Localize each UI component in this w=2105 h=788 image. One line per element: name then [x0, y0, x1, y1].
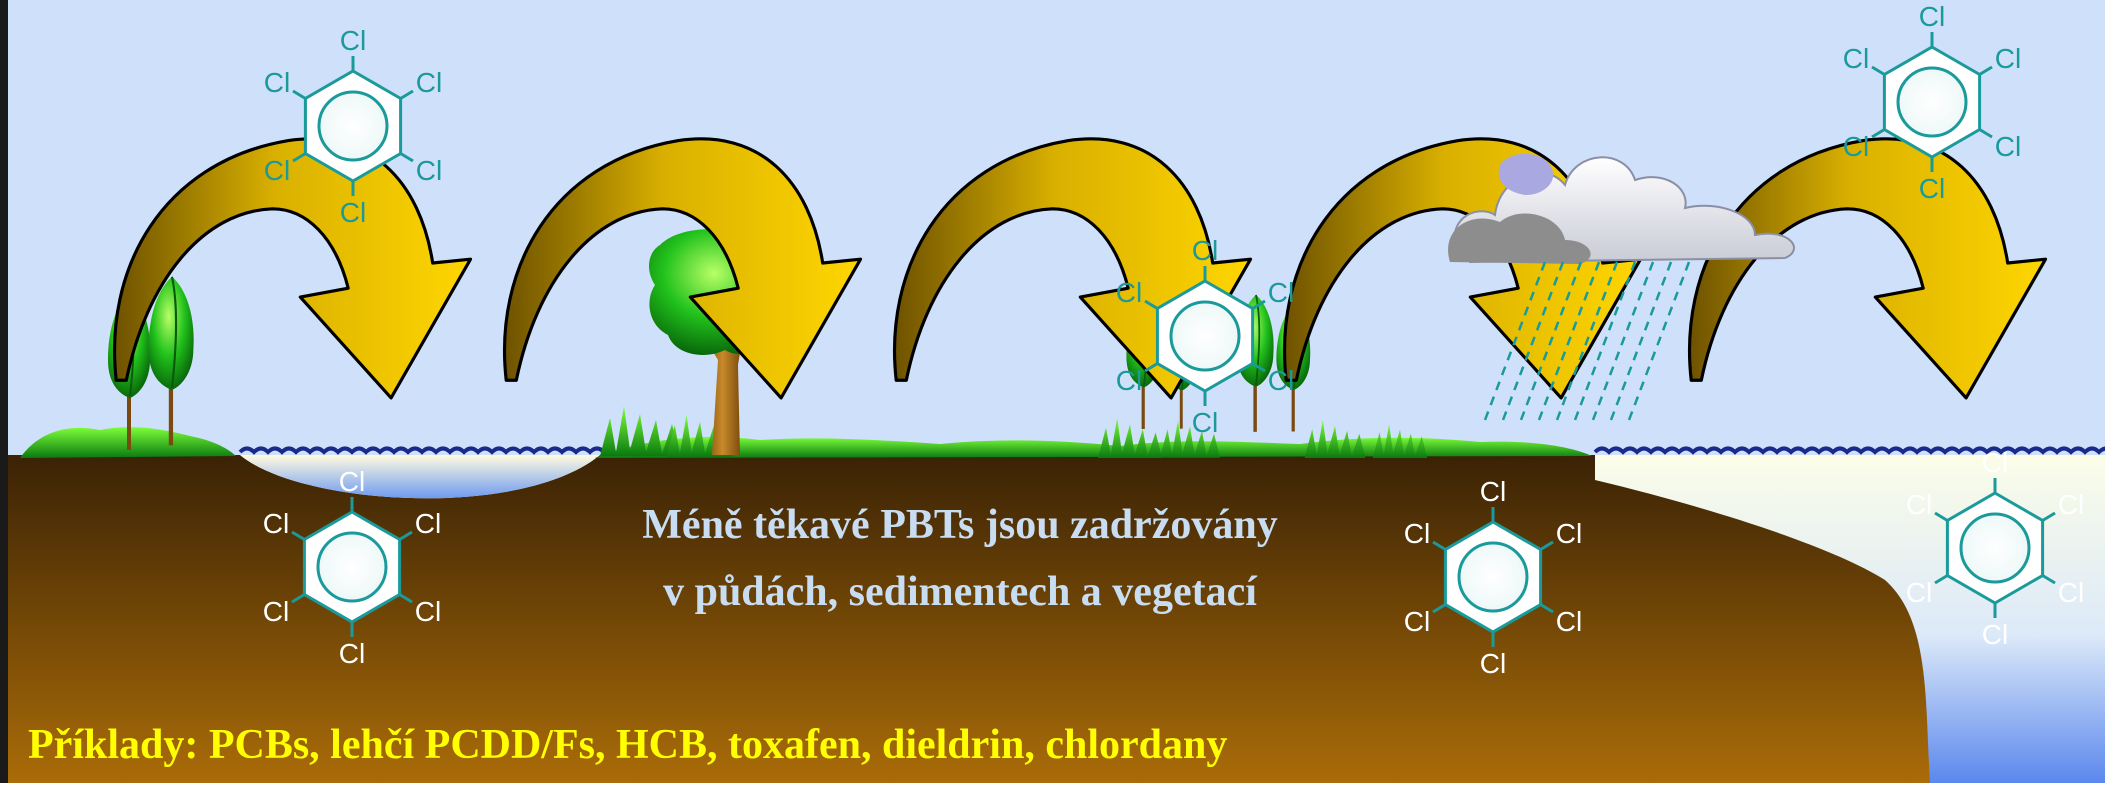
- chlorine-label: Cl: [1192, 407, 1218, 438]
- chlorine-label: Cl: [2058, 577, 2084, 608]
- left-border: [0, 0, 8, 783]
- chlorine-label: Cl: [415, 508, 441, 539]
- caption-line-1: Méně těkavé PBTs jsou zadržovány: [642, 502, 1277, 548]
- chlorine-label: Cl: [263, 508, 289, 539]
- caption-line-2: v půdách, sedimentech a vegetací: [663, 569, 1258, 615]
- chlorine-label: Cl: [1919, 1, 1945, 32]
- chlorine-label: Cl: [1556, 606, 1582, 637]
- chlorine-label: Cl: [1480, 476, 1506, 507]
- chlorine-label: Cl: [1995, 43, 2021, 74]
- chlorine-label: Cl: [340, 25, 366, 56]
- chlorine-label: Cl: [1192, 235, 1218, 266]
- chlorine-label: Cl: [1982, 447, 2008, 478]
- chlorine-label: Cl: [1116, 277, 1142, 308]
- chlorine-label: Cl: [1116, 365, 1142, 396]
- chlorine-label: Cl: [415, 596, 441, 627]
- chlorine-label: Cl: [2058, 489, 2084, 520]
- chlorine-label: Cl: [1404, 518, 1430, 549]
- sky: [0, 0, 2105, 460]
- chlorine-label: Cl: [1995, 131, 2021, 162]
- chlorine-label: Cl: [1906, 489, 1932, 520]
- chlorine-label: Cl: [340, 197, 366, 228]
- chlorine-label: Cl: [1268, 277, 1294, 308]
- chlorine-label: Cl: [416, 155, 442, 186]
- chlorine-label: Cl: [339, 638, 365, 669]
- examples-text: Příklady: PCBs, lehčí PCDD/Fs, HCB, toxa…: [28, 722, 1227, 768]
- chlorine-label: Cl: [264, 155, 290, 186]
- chlorine-label: Cl: [1843, 43, 1869, 74]
- chlorine-label: Cl: [1982, 619, 2008, 650]
- chlorine-label: Cl: [416, 67, 442, 98]
- chlorine-label: Cl: [339, 466, 365, 497]
- chlorine-label: Cl: [1480, 648, 1506, 679]
- chlorine-label: Cl: [1906, 577, 1932, 608]
- chlorine-label: Cl: [1404, 606, 1430, 637]
- chlorine-label: Cl: [1919, 173, 1945, 204]
- chlorine-label: Cl: [263, 596, 289, 627]
- chlorine-label: Cl: [1268, 365, 1294, 396]
- chlorine-label: Cl: [1843, 131, 1869, 162]
- chlorine-label: Cl: [1556, 518, 1582, 549]
- chlorine-label: Cl: [264, 67, 290, 98]
